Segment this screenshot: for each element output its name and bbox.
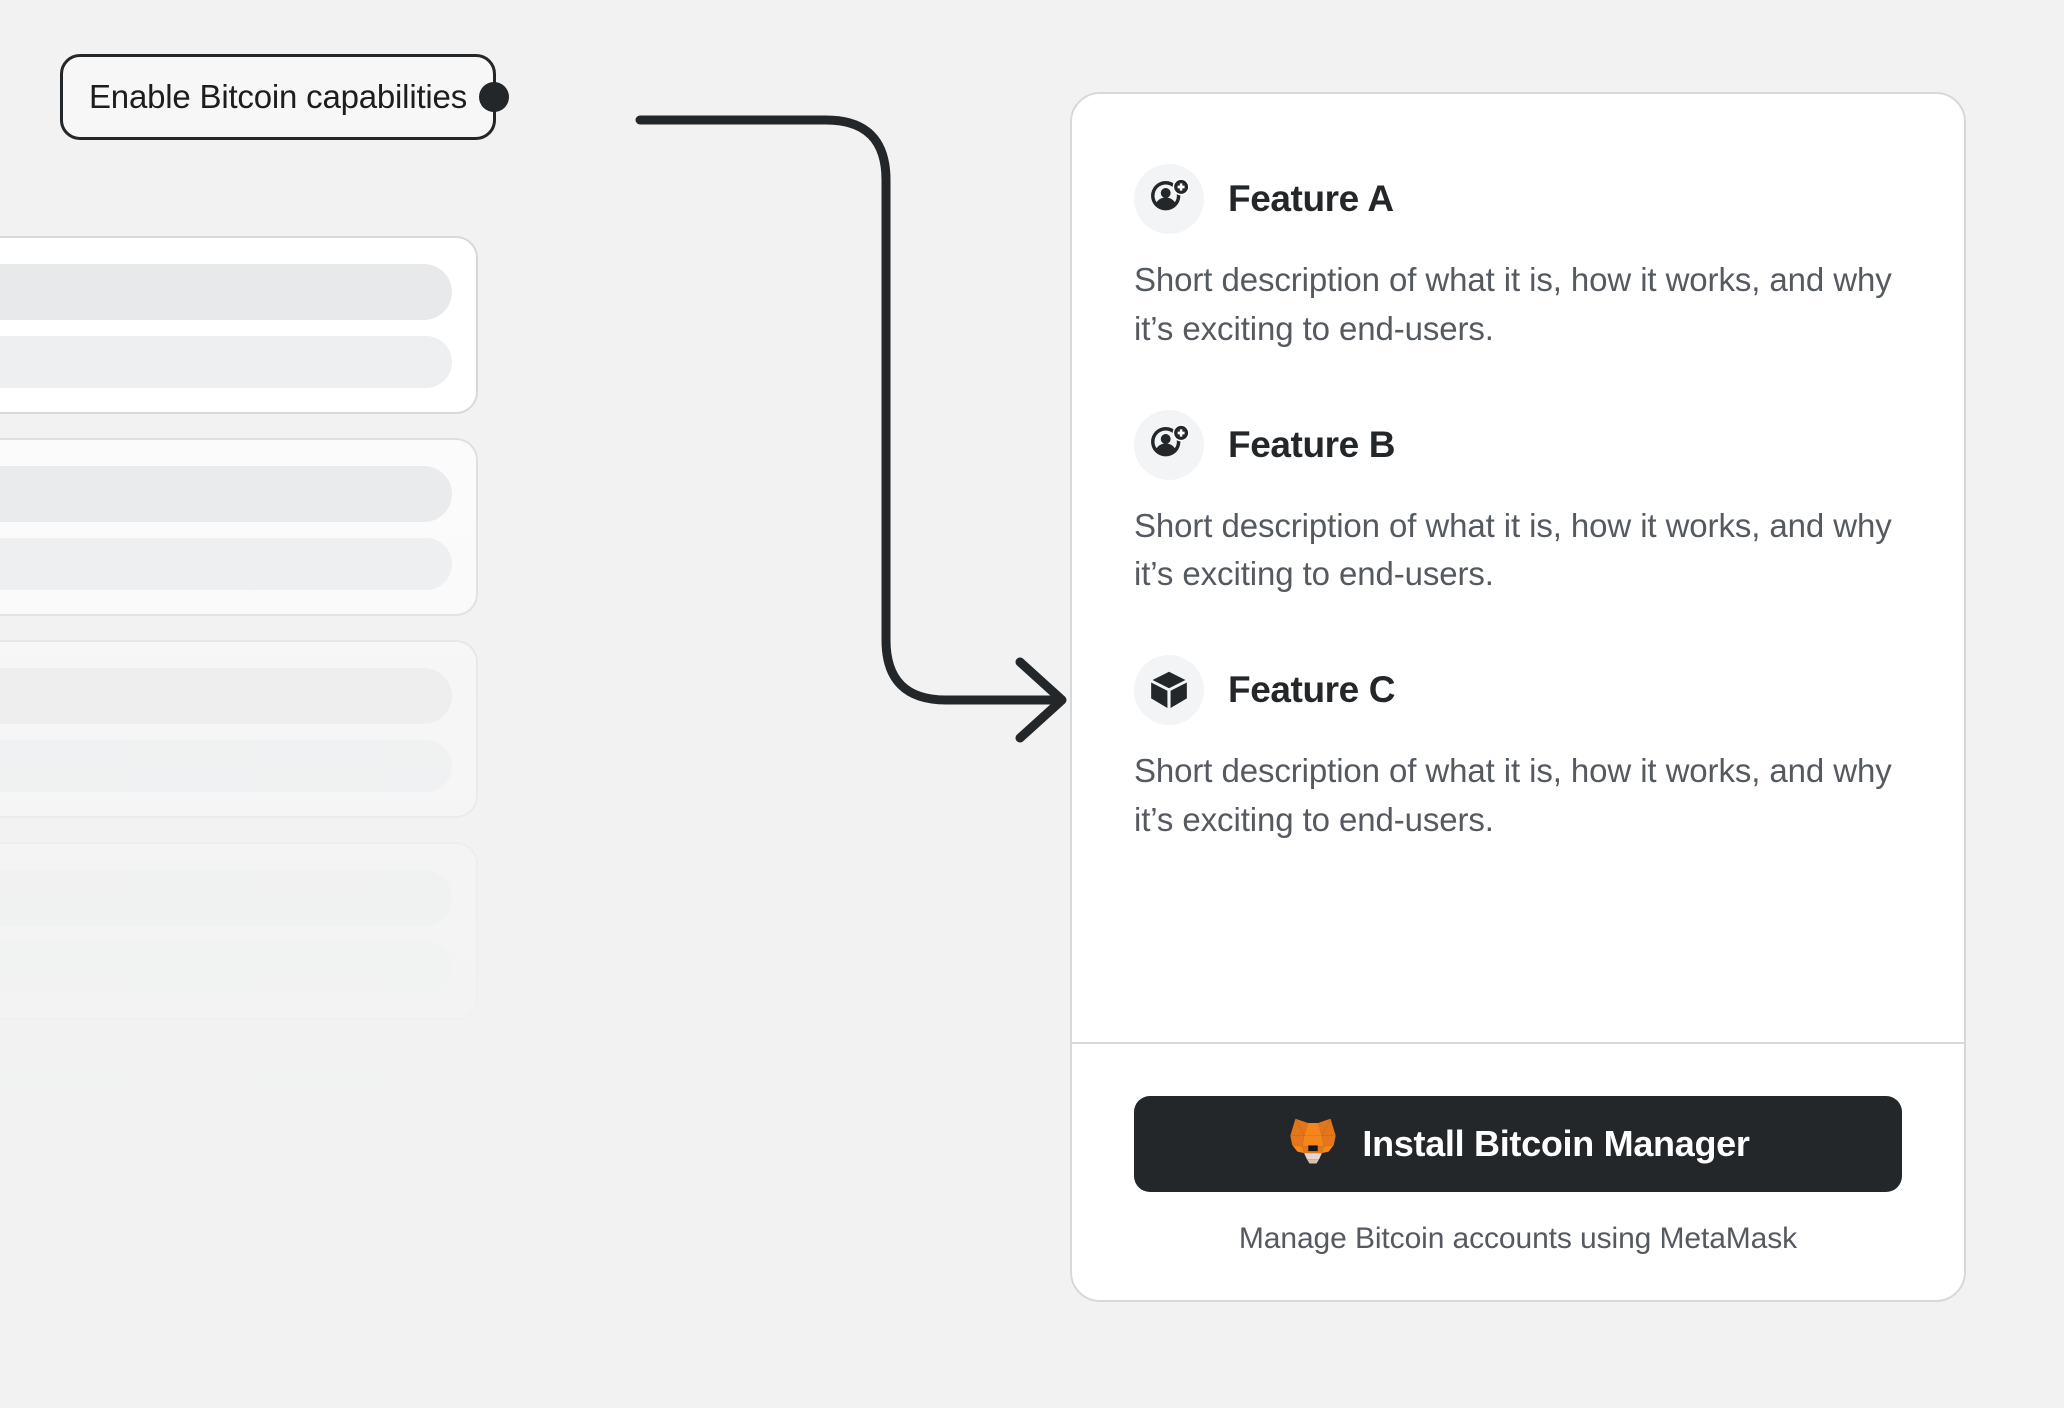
feature-item: Feature A Short description of what it i…: [1134, 164, 1902, 354]
metamask-fox-icon: [1286, 1117, 1340, 1172]
skeleton-bar: [0, 336, 452, 388]
cube-icon: [1134, 655, 1204, 726]
feature-description: Short description of what it is, how it …: [1134, 261, 1892, 347]
feature-description: Short description of what it is, how it …: [1134, 752, 1892, 839]
background-skeleton-list: [0, 236, 480, 1408]
skeleton-card: [0, 842, 478, 1020]
connector-dot-icon: [479, 82, 509, 112]
install-button-label: Install Bitcoin Manager: [1362, 1123, 1750, 1164]
feature-title: Feature B: [1228, 423, 1396, 465]
skeleton-bar: [0, 740, 452, 792]
card-footer: Install Bitcoin Manager Manage Bitcoin a…: [1072, 1044, 1964, 1300]
skeleton-bar: [0, 1274, 452, 1330]
skeleton-bar: [0, 466, 452, 522]
feature-header: Feature B: [1134, 409, 1902, 480]
skeleton-card: [0, 1044, 478, 1222]
feature-header: Feature C: [1134, 655, 1902, 726]
skeleton-bar: [0, 538, 452, 590]
skeleton-card: [0, 640, 478, 818]
install-caption: Manage Bitcoin accounts using MetaMask: [1238, 1222, 1798, 1255]
features-list: Feature A Short description of what it i…: [1072, 94, 1964, 1042]
skeleton-card: [0, 1246, 478, 1408]
skeleton-bar: [0, 264, 452, 320]
feature-header: Feature A: [1134, 164, 1902, 234]
feature-title: Feature A: [1228, 178, 1394, 219]
skeleton-card: [0, 438, 478, 616]
skeleton-bar: [0, 1144, 452, 1196]
skeleton-card: [0, 236, 478, 414]
user-add-icon: [1134, 409, 1204, 480]
annotation-label: Enable Bitcoin capabilities: [89, 78, 467, 115]
skeleton-bar: [0, 1346, 452, 1398]
skeleton-bar: [0, 870, 452, 926]
feature-description: Short description of what it is, how it …: [1134, 506, 1892, 593]
feature-item: Feature B Short description of what it i…: [1134, 409, 1902, 600]
user-add-icon: [1134, 164, 1204, 234]
install-bitcoin-manager-button[interactable]: Install Bitcoin Manager: [1134, 1096, 1902, 1192]
feature-card: Feature A Short description of what it i…: [1070, 92, 1966, 1302]
feature-title: Feature C: [1228, 669, 1396, 711]
skeleton-bar: [0, 942, 452, 994]
annotation-callout: Enable Bitcoin capabilities: [60, 54, 509, 140]
skeleton-bar: [0, 668, 452, 724]
feature-item: Feature C Short description of what it i…: [1134, 655, 1902, 845]
card-divider: [1072, 1042, 1964, 1044]
skeleton-bar: [0, 1072, 452, 1128]
